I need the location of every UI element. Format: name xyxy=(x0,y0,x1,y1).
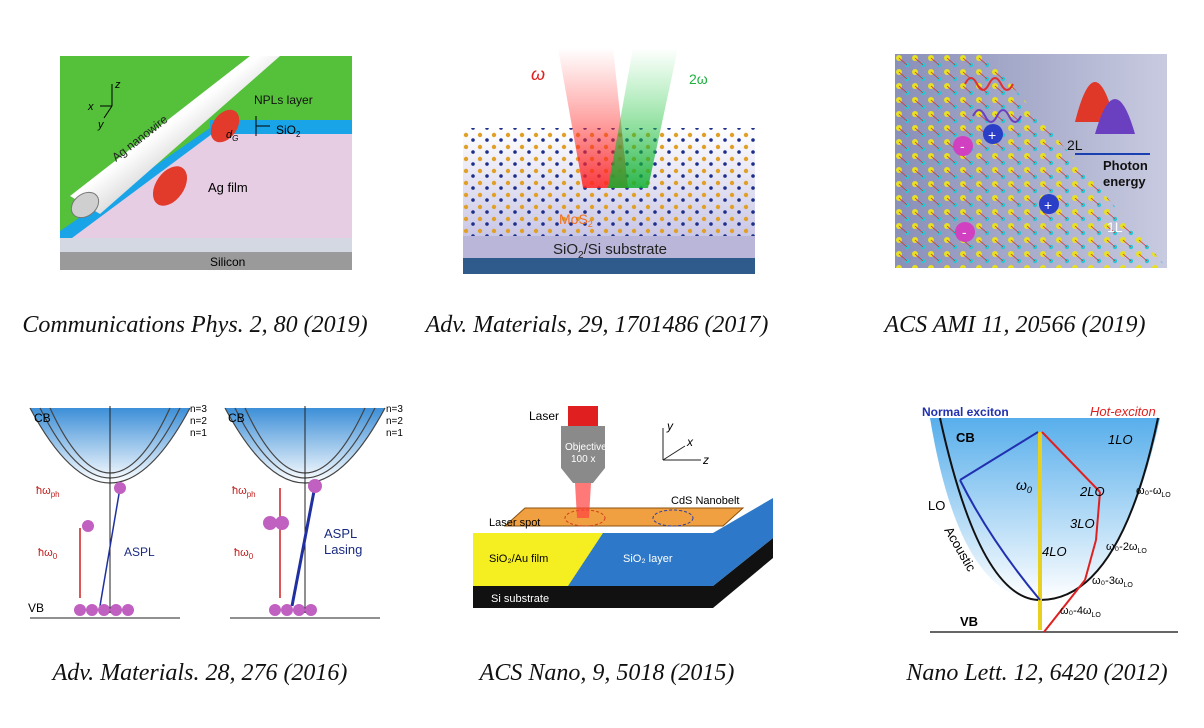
svg-text:ω₀-4ωLO: ω₀-4ωLO xyxy=(1060,605,1101,619)
svg-text:SiO2/Si substrate: SiO2/Si substrate xyxy=(553,241,667,261)
plus-2: + xyxy=(1044,197,1052,213)
cb-label-a: CB xyxy=(34,411,51,425)
sio2-layer-label: SiO₂ layer xyxy=(623,553,673,565)
axis-x-5: x xyxy=(686,435,694,449)
minus-2: - xyxy=(962,224,967,240)
svg-text:ħωph: ħωph xyxy=(232,485,256,499)
svg-text:ħω0: ħω0 xyxy=(38,547,58,561)
normal-label: Normal exciton xyxy=(922,405,1009,419)
photon-label-1: Photon xyxy=(1103,158,1148,173)
svg-text:MoS2: MoS2 xyxy=(559,211,593,229)
nanobelt-label: CdS Nanobelt xyxy=(671,495,740,507)
axis-z: z xyxy=(114,79,121,91)
mag-label: 100 x xyxy=(571,454,595,465)
si-sub-label: Si substrate xyxy=(491,593,549,605)
spot-label: Laser spot xyxy=(489,517,540,529)
hot-label: Hot-exciton xyxy=(1090,404,1156,419)
svg-text:ω₀-ωLO: ω₀-ωLO xyxy=(1136,485,1171,499)
cb-6: CB xyxy=(956,430,975,445)
caption-5: ACS Nano, 9, 5018 (2015) xyxy=(479,660,735,686)
au-film-label: SiO₂/Au film xyxy=(489,553,548,565)
svg-text:ħωph: ħωph xyxy=(36,485,60,499)
lo2: 2LO xyxy=(1079,484,1105,499)
omega-label: ω xyxy=(531,64,545,84)
agfilm-label: Ag film xyxy=(208,180,248,195)
axis-y: y xyxy=(97,119,105,131)
npl-label: NPLs layer xyxy=(254,93,313,107)
aspl-b: ASPL xyxy=(324,526,357,541)
caption-2: Adv. Materials, 29, 1701486 (2017) xyxy=(425,312,769,338)
objective-label: Objective xyxy=(565,442,607,453)
svg-text:dG: dG xyxy=(226,129,238,143)
label-2l: 2L xyxy=(1067,137,1083,153)
figure-cds: Laser Objective 100 x y x z CdS Nanobelt… xyxy=(473,398,773,620)
caption-4: Adv. Materials. 28, 276 (2016) xyxy=(52,660,348,686)
photon-label-2: energy xyxy=(1103,174,1146,189)
n3-a: n=3 xyxy=(190,404,207,415)
svg-text:ħω0: ħω0 xyxy=(234,547,254,561)
caption-6: Nano Lett. 12, 6420 (2012) xyxy=(906,660,1168,686)
figure-layers: - + + - 2L 1L Photon energy xyxy=(895,54,1167,268)
n1-a: n=1 xyxy=(190,428,207,439)
n2-b: n=2 xyxy=(386,416,403,427)
laser-label: Laser xyxy=(529,409,559,423)
caption-3: ACS AMI 11, 20566 (2019) xyxy=(884,312,1146,338)
aspl-a: ASPL xyxy=(124,545,155,559)
axis-z-5: z xyxy=(702,453,709,467)
plus-1: + xyxy=(988,127,996,143)
cb-label-b: CB xyxy=(228,411,245,425)
caption-1: Communications Phys. 2, 80 (2019) xyxy=(22,312,368,338)
figure-aspl: CB CB VB n=3 n=2 n=1 n=3 n=2 n=1 ħωph ħω… xyxy=(20,398,420,626)
vb-label-a: VB xyxy=(28,601,44,615)
figure-hot-exciton: Normal exciton Hot-exciton CB VB ω0 LO A… xyxy=(920,400,1188,644)
n3-b: n=3 xyxy=(386,404,403,415)
lo3: 3LO xyxy=(1070,516,1095,531)
svg-text:ω₀-3ωLO: ω₀-3ωLO xyxy=(1092,575,1133,589)
vb-6: VB xyxy=(960,614,978,629)
figure-ag-nanowire: z x y Ag nanowire NPLs layer dG SiO2 Ag … xyxy=(60,56,352,270)
minus-1: - xyxy=(960,138,965,154)
label-1l: 1L xyxy=(1107,219,1123,235)
figure-mos2: ω 2ω MoS2 SiO2/Si substrate xyxy=(463,48,755,274)
n2-a: n=2 xyxy=(190,416,207,427)
silicon-label: Silicon xyxy=(210,255,245,269)
axis-y-5: y xyxy=(666,419,674,433)
lo4: 4LO xyxy=(1042,544,1067,559)
lo-label: LO xyxy=(928,498,945,513)
svg-text:SiO2: SiO2 xyxy=(276,123,301,139)
axis-x: x xyxy=(87,101,94,113)
two-omega-label: 2ω xyxy=(689,71,708,87)
lasing-label: Lasing xyxy=(324,542,362,557)
svg-text:ω₀-2ωLO: ω₀-2ωLO xyxy=(1106,541,1147,555)
lo1: 1LO xyxy=(1108,432,1133,447)
svg-text:ω0: ω0 xyxy=(1016,477,1032,495)
n1-b: n=1 xyxy=(386,428,403,439)
